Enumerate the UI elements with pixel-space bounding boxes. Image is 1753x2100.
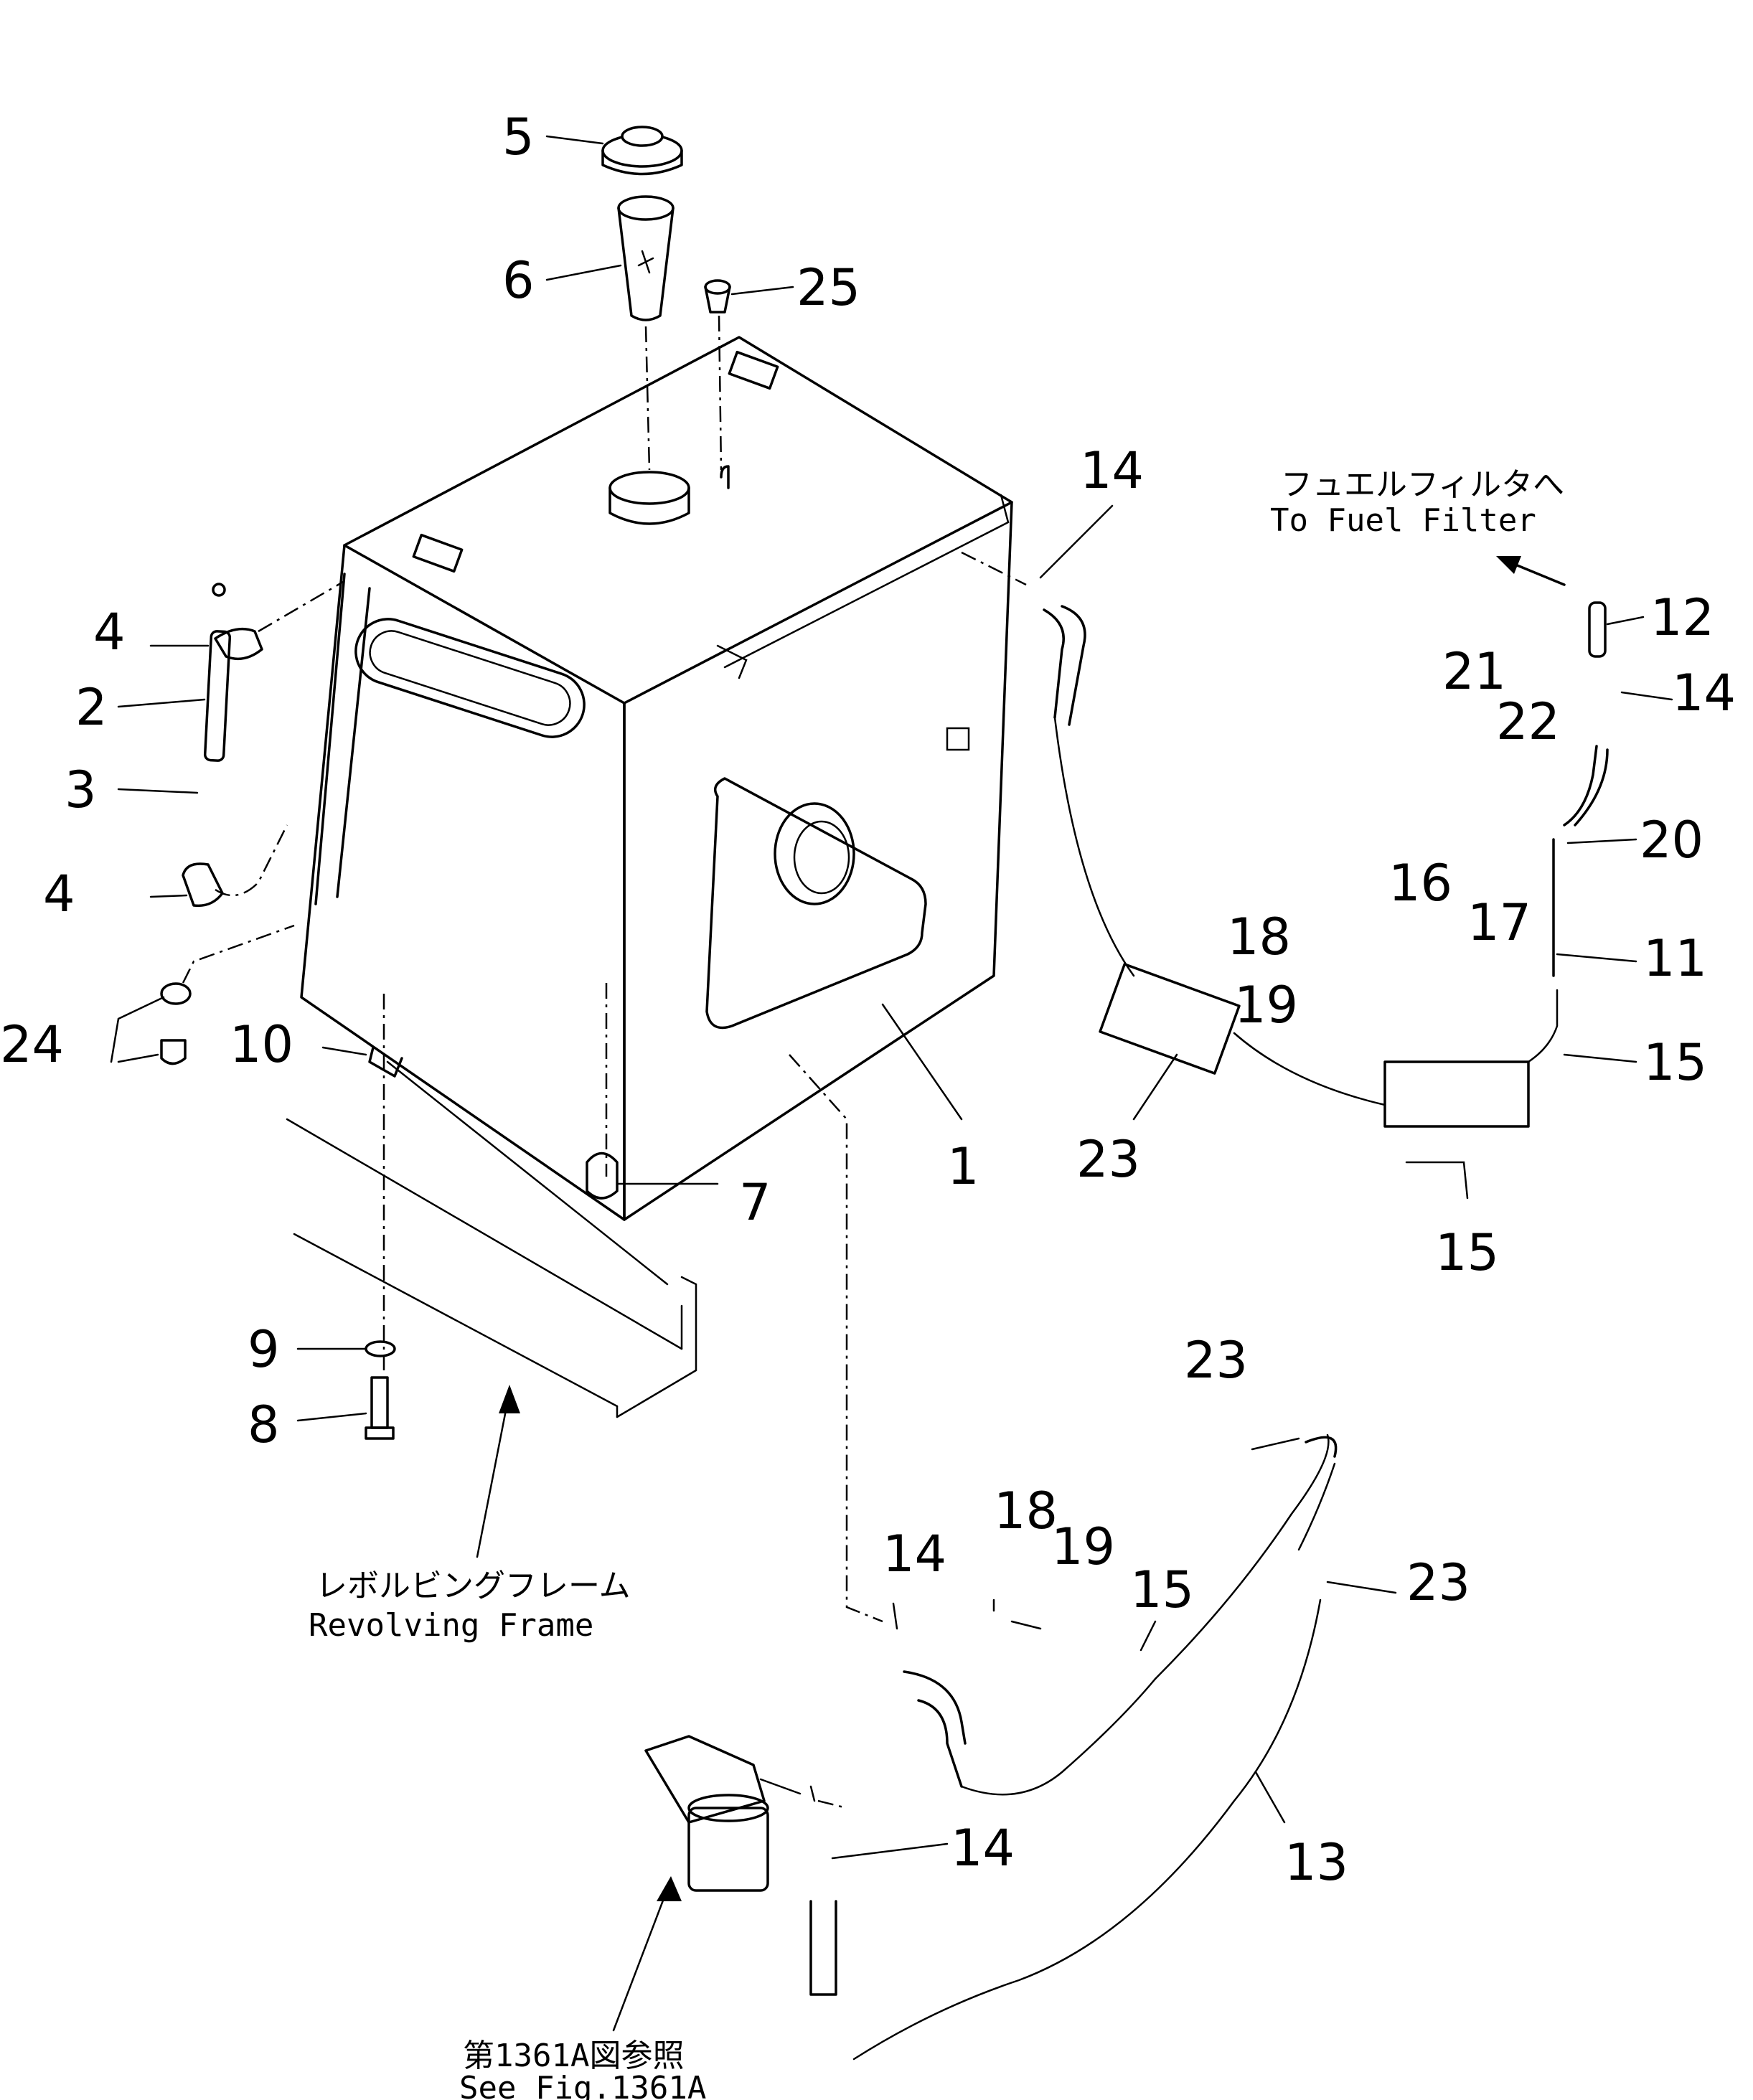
note-fuel-filter-en: To Fuel Filter — [1270, 502, 1536, 539]
callout-16: 16 — [1388, 854, 1452, 913]
callout-21: 21 — [1442, 642, 1506, 701]
arrowhead-see-fig — [657, 1876, 682, 1901]
callout-19-lower: 19 — [1051, 1517, 1115, 1576]
leader-lines — [110, 135, 1673, 2032]
note-see-fig-jp: 第1361A図参照 — [463, 2038, 684, 2074]
callout-3: 3 — [65, 761, 97, 819]
callout-7: 7 — [739, 1173, 771, 1232]
callout-24: 24 — [0, 1015, 64, 1074]
callout-6: 6 — [502, 251, 535, 310]
arrowhead-revolving-frame — [499, 1385, 520, 1413]
callout-4-lower: 4 — [43, 865, 75, 923]
callout-15-bottom: 15 — [1435, 1223, 1499, 1282]
callout-14-bottom: 14 — [951, 1819, 1015, 1878]
callout-18-lower: 18 — [994, 1482, 1058, 1540]
fuel-filter — [644, 1735, 847, 1892]
note-revolving-frame-jp: レボルビングフレーム — [316, 1568, 631, 1604]
note-see-fig-en: See Fig.1361A — [459, 2070, 706, 2100]
fuel-tank — [300, 336, 1013, 1221]
note-fuel-filter-jp: フュエルフィルタへ — [1281, 466, 1564, 503]
callout-20: 20 — [1640, 811, 1703, 870]
note-revolving-frame-en: Revolving Frame — [309, 1607, 593, 1644]
callout-11: 11 — [1643, 929, 1707, 988]
callout-15-middle: 15 — [1130, 1560, 1194, 1619]
mounting-hardware — [365, 983, 619, 1440]
callout-10: 10 — [230, 1015, 293, 1074]
callout-19-upper: 19 — [1234, 976, 1298, 1035]
callout-15-right: 15 — [1643, 1033, 1707, 1092]
callout-4-upper: 4 — [93, 603, 126, 661]
arrowhead-fuel-filter — [1496, 556, 1521, 574]
callout-23-top: 23 — [1184, 1331, 1248, 1390]
callout-23-left: 23 — [1076, 1130, 1140, 1189]
callout-2: 2 — [75, 678, 108, 737]
callout-13: 13 — [1284, 1833, 1348, 1892]
callout-9: 9 — [248, 1320, 280, 1379]
fuel-supply-line — [789, 1054, 1338, 2061]
callout-1: 1 — [947, 1137, 979, 1196]
callout-14-right: 14 — [1672, 664, 1736, 722]
fuel-return-line — [961, 551, 1609, 1128]
callout-8: 8 — [248, 1395, 280, 1454]
callout-23-right: 23 — [1406, 1553, 1470, 1612]
callout-12: 12 — [1650, 588, 1714, 647]
callout-14-middle: 14 — [883, 1525, 946, 1583]
fuel-strainer — [617, 195, 675, 321]
filler-cap — [601, 126, 683, 176]
callout-22: 22 — [1496, 692, 1560, 751]
revolving-frame — [286, 1060, 697, 1418]
callout-18-upper: 18 — [1227, 908, 1291, 966]
callout-25: 25 — [796, 258, 860, 317]
callout-5: 5 — [502, 108, 535, 166]
level-gauge — [160, 573, 371, 1065]
callout-14-top: 14 — [1080, 441, 1144, 500]
callout-17: 17 — [1467, 893, 1531, 952]
breather-plug — [704, 279, 731, 314]
